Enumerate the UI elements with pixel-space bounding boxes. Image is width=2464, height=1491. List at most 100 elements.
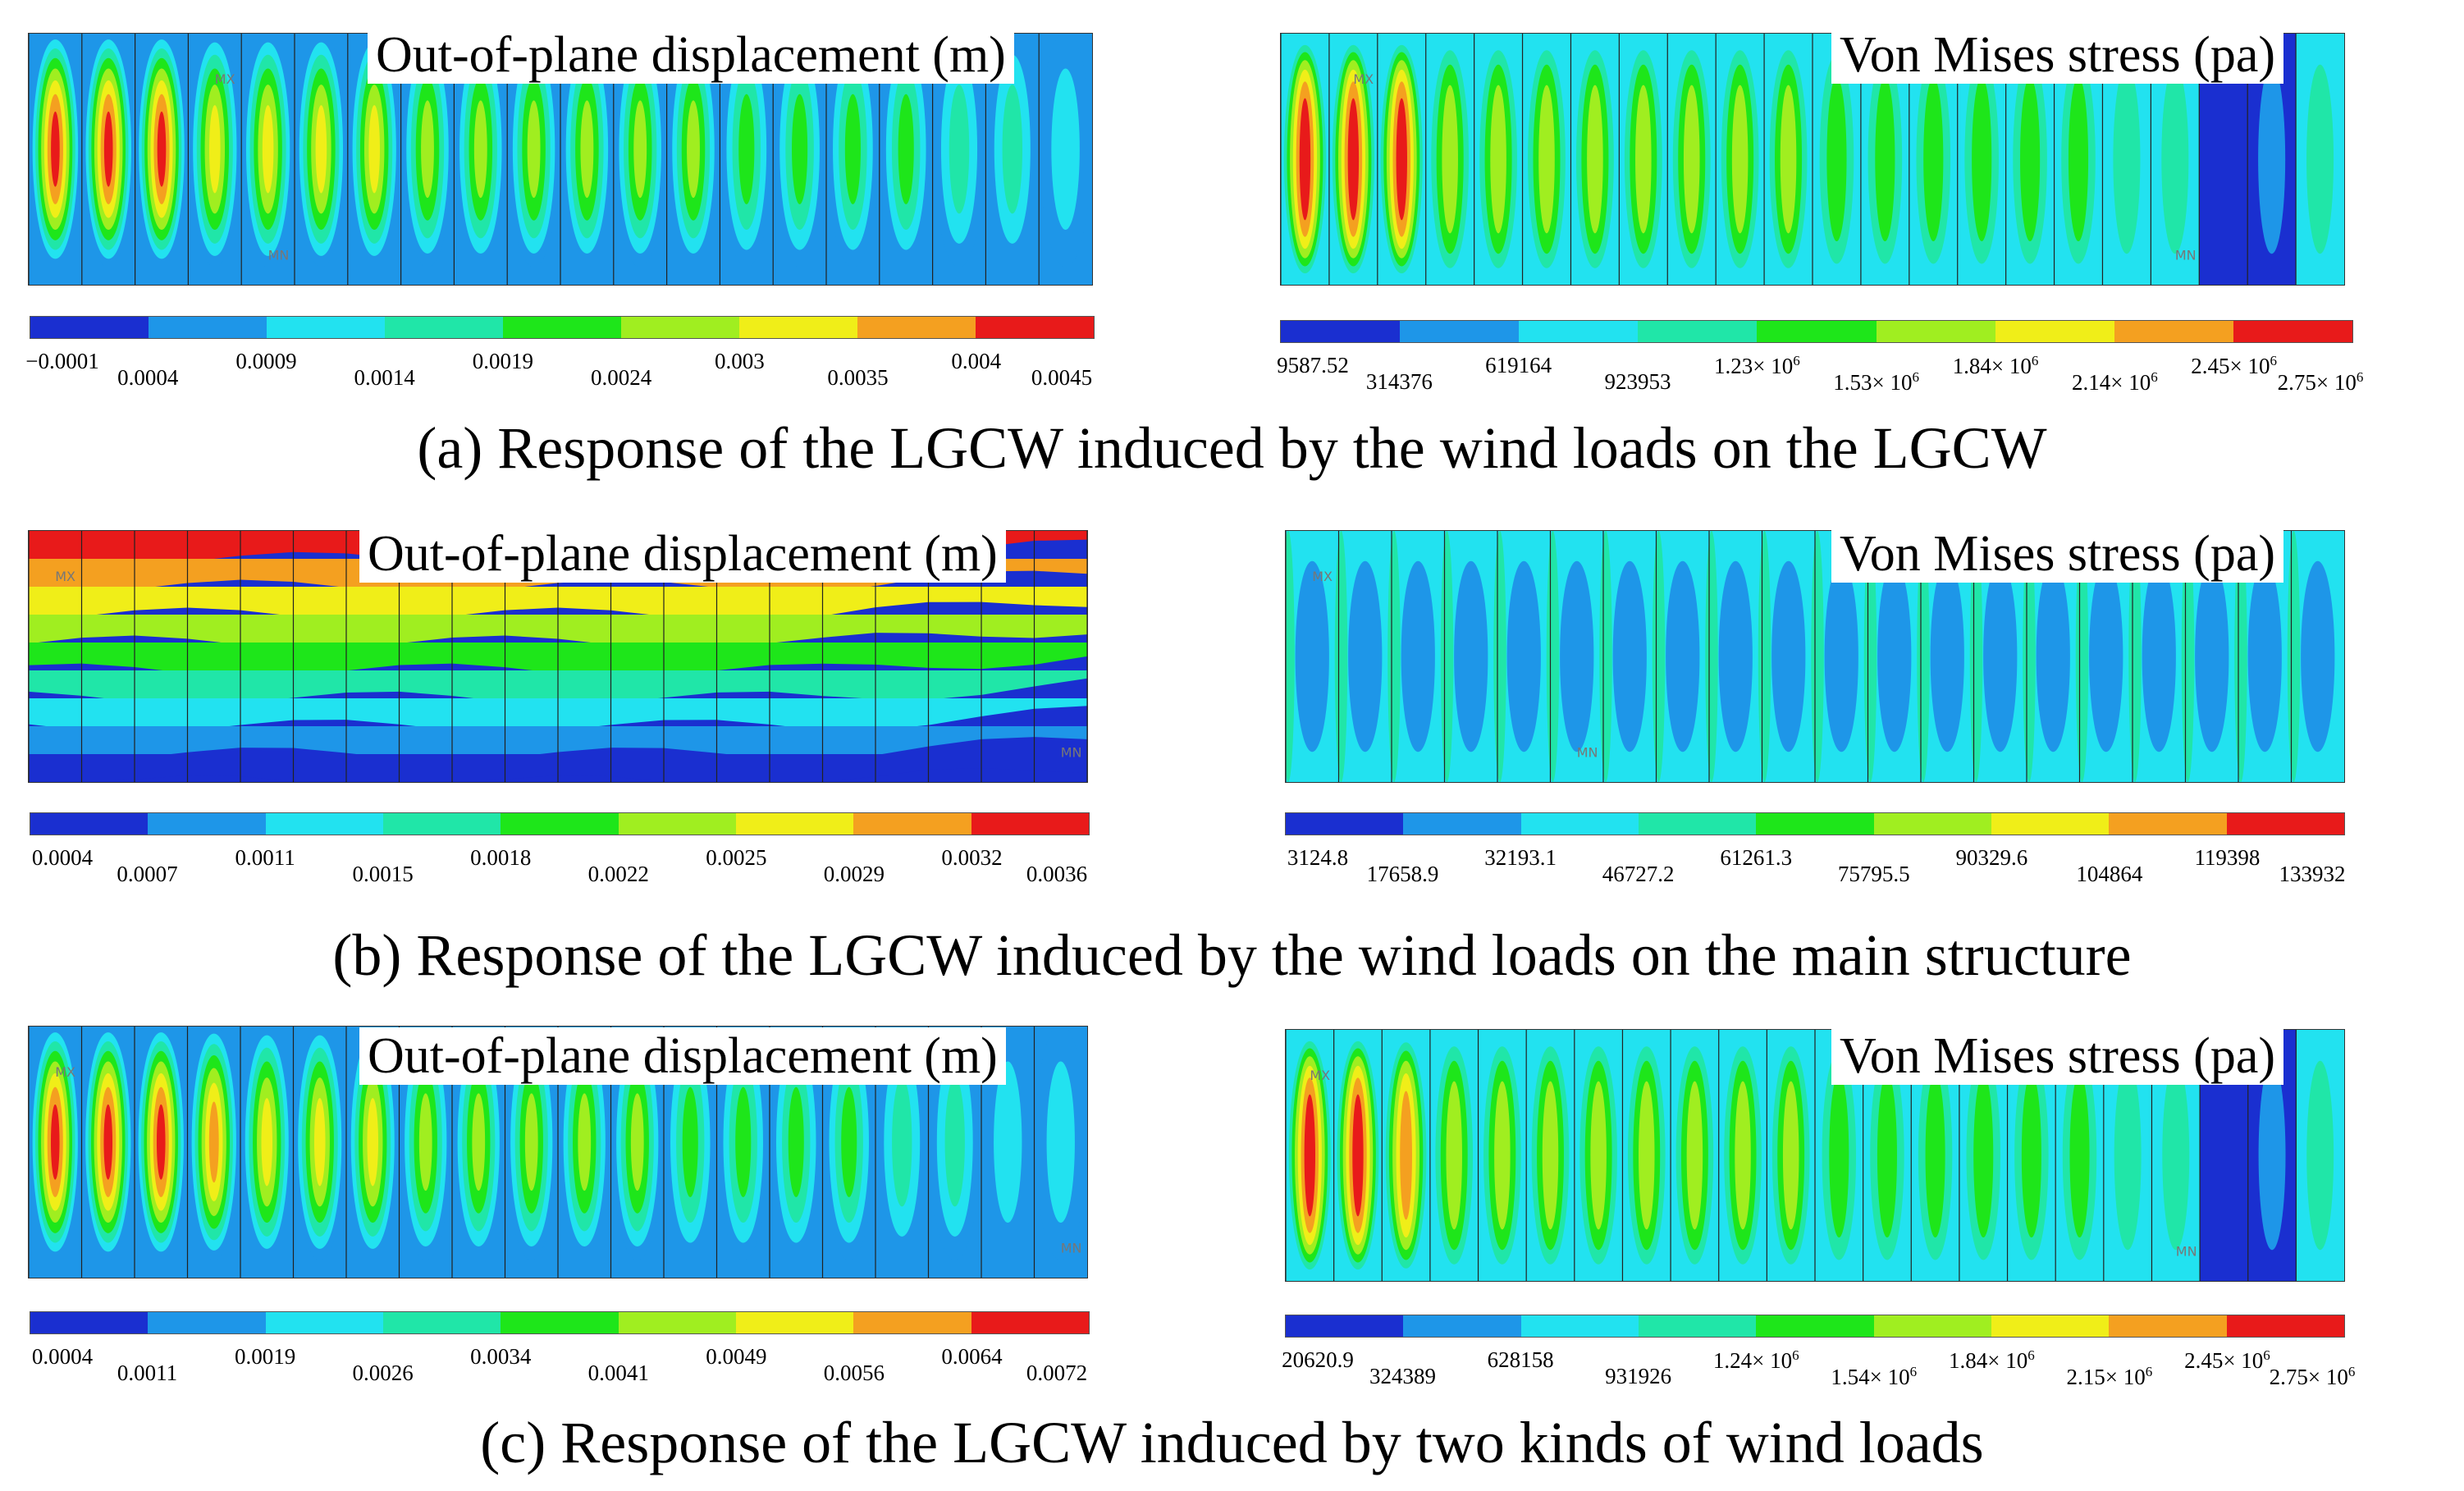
colorbar-segment: [971, 813, 1089, 835]
contour-marker-label: MN: [268, 247, 290, 263]
colorbar-tick-label: 0.003: [714, 349, 765, 373]
displacement-colorbar-c: [30, 1311, 1090, 1334]
colorbar-tick-label: 61261.3: [1720, 845, 1793, 870]
colorbar-segment: [2109, 1315, 2227, 1337]
colorbar-segment: [30, 317, 149, 338]
colorbar-tick-label: 1.84× 106: [1948, 1347, 2035, 1373]
colorbar-tick-label: 0.0018: [470, 845, 532, 870]
colorbar-tick-label: 1.84× 106: [1952, 353, 2039, 378]
panel-title: Von Mises stress (pa): [1831, 26, 2283, 84]
colorbar-segment: [1638, 813, 1757, 835]
colorbar-segment: [501, 1312, 619, 1333]
colorbar-segment: [1520, 813, 1639, 835]
colorbar-tick-label: 0.0024: [590, 365, 652, 390]
colorbar-segment: [618, 813, 736, 835]
colorbar-segment: [2226, 813, 2344, 835]
colorbar-segment: [382, 813, 501, 835]
contour-marker-label: MX: [1353, 71, 1374, 87]
colorbar-tick-label: 628158: [1487, 1347, 1554, 1372]
colorbar-tick-label: 0.0056: [823, 1361, 885, 1385]
colorbar-tick-label: 0.0072: [1026, 1361, 1088, 1385]
colorbar-segment: [265, 1312, 383, 1333]
colorbar-segment: [1876, 321, 1995, 342]
colorbar-segment: [382, 1312, 501, 1333]
colorbar-tick-label: 619164: [1485, 353, 1552, 377]
colorbar-tick-label: 0.0014: [354, 365, 415, 390]
contour-marker-label: MN: [1061, 1240, 1082, 1255]
colorbar-segment: [976, 317, 1094, 338]
colorbar-segment: [735, 813, 854, 835]
colorbar-segment: [1519, 321, 1639, 342]
contour-marker-label: MX: [1312, 569, 1333, 584]
colorbar-segment: [385, 317, 503, 338]
colorbar-segment: [857, 317, 976, 338]
contour-marker-label: MX: [1310, 1068, 1330, 1083]
colorbar-segment: [853, 813, 971, 835]
colorbar-segment: [1520, 1315, 1639, 1337]
colorbar-tick-label: 324389: [1369, 1364, 1437, 1388]
colorbar-tick-label: 32193.1: [1484, 845, 1557, 870]
colorbar-tick-label: 75795.5: [1837, 862, 1910, 886]
colorbar-segment: [2226, 1315, 2344, 1337]
colorbar-tick-label: 2.75× 106: [2277, 369, 2364, 395]
colorbar-segment: [2233, 321, 2352, 342]
colorbar-segment: [618, 1312, 736, 1333]
colorbar-segment: [2109, 813, 2227, 835]
colorbar-segment: [503, 317, 621, 338]
colorbar-tick-label: 1.23× 106: [1713, 353, 1800, 378]
caption-b: (b) Response of the LGCW induced by the …: [332, 922, 2132, 988]
contour-marker-label: MX: [55, 1064, 75, 1080]
colorbar-tick-label: 2.45× 106: [2191, 353, 2278, 378]
colorbar-tick-label: 0.0025: [706, 845, 767, 870]
colorbar-tick-label: 1.53× 106: [1833, 369, 1920, 395]
panel-title: Out-of-plane displacement (m): [368, 26, 1014, 84]
colorbar-segment: [148, 813, 266, 835]
colorbar-segment: [267, 317, 385, 338]
colorbar-segment: [1991, 813, 2110, 835]
panel-title: Von Mises stress (pa): [1831, 525, 2283, 583]
colorbar-segment: [1991, 1315, 2110, 1337]
colorbar-tick-label: 9587.52: [1277, 353, 1349, 377]
colorbar-segment: [1400, 321, 1520, 342]
colorbar-tick-label: 0.0004: [117, 365, 179, 390]
panel-title: Out-of-plane displacement (m): [359, 525, 1006, 583]
displacement-colorbar-a: [30, 316, 1095, 339]
colorbar-segment: [621, 317, 739, 338]
colorbar-tick-label: 923953: [1604, 369, 1671, 394]
colorbar-tick-label: 20620.9: [1282, 1347, 1354, 1372]
colorbar-tick-label: 3124.8: [1287, 845, 1349, 870]
colorbar-tick-label: 46727.2: [1602, 862, 1675, 886]
colorbar-segment: [1638, 321, 1758, 342]
colorbar-segment: [739, 317, 857, 338]
colorbar-tick-label: 0.0011: [117, 1361, 178, 1385]
colorbar-segment: [1995, 321, 2114, 342]
colorbar-segment: [1873, 813, 1991, 835]
colorbar-tick-label: 1.54× 106: [1831, 1364, 1918, 1389]
colorbar-tick-label: 0.0015: [352, 862, 414, 886]
colorbar-tick-label: 0.0034: [470, 1344, 532, 1369]
colorbar-segment: [1757, 321, 1877, 342]
colorbar-tick-label: 0.0007: [117, 862, 178, 886]
colorbar-segment: [1756, 813, 1874, 835]
panel-title: Out-of-plane displacement (m): [359, 1027, 1006, 1085]
colorbar-tick-label: 0.0036: [1026, 862, 1088, 886]
colorbar-segment: [1286, 813, 1404, 835]
colorbar-tick-label: 0.0011: [235, 845, 295, 870]
colorbar-tick-label: 2.14× 106: [2071, 369, 2158, 395]
colorbar-tick-label: 0.0019: [472, 349, 533, 373]
colorbar-tick-label: 0.0029: [823, 862, 885, 886]
colorbar-tick-label: 0.0019: [234, 1344, 296, 1369]
colorbar-segment: [853, 1312, 971, 1333]
colorbar-tick-label: 0.0035: [827, 365, 889, 390]
colorbar-tick-label: 1.24× 106: [1712, 1347, 1799, 1373]
colorbar-segment: [1873, 1315, 1991, 1337]
colorbar-segment: [148, 1312, 266, 1333]
colorbar-tick-label: 0.0026: [352, 1361, 414, 1385]
colorbar-segment: [1403, 813, 1521, 835]
contour-marker-label: MN: [2176, 1243, 2197, 1259]
contour-marker-label: MX: [215, 71, 235, 87]
stress-colorbar-c: [1285, 1315, 2345, 1338]
colorbar-tick-label: 119398: [2194, 845, 2261, 870]
